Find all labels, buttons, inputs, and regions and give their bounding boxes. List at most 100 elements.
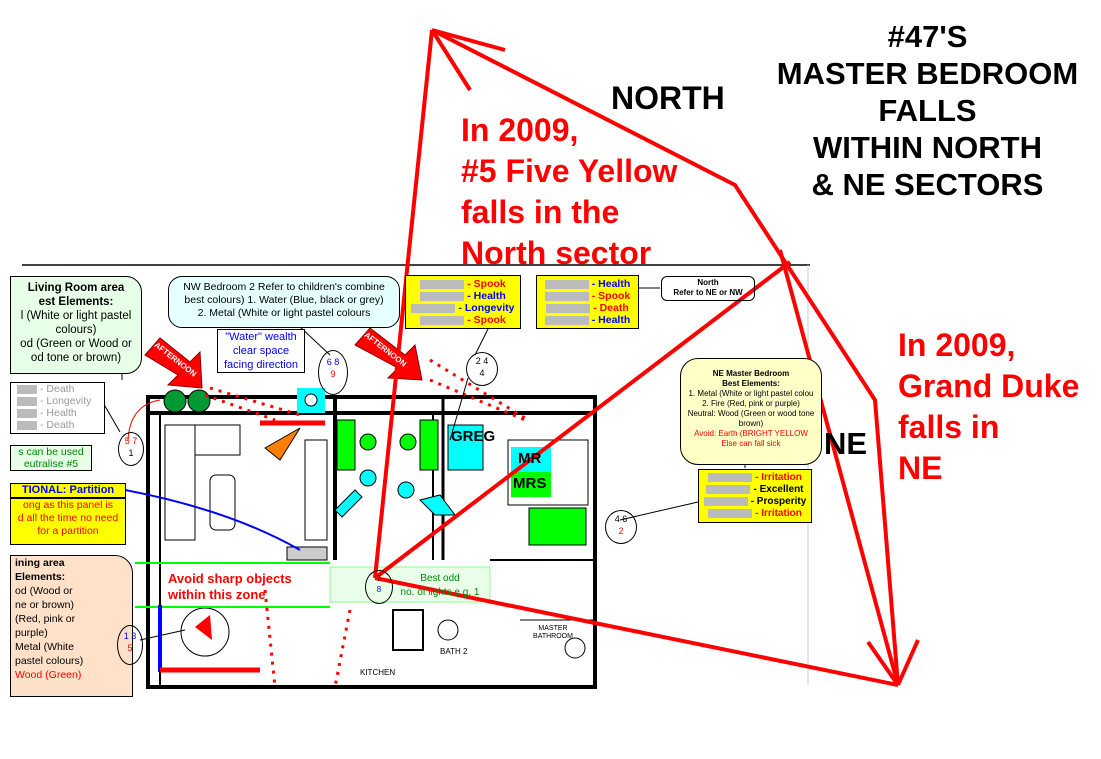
note-line: pastel colours) bbox=[15, 655, 84, 667]
note-line: ong as this panel is bbox=[23, 499, 113, 511]
title-line: & NE SECTORS bbox=[811, 167, 1044, 202]
avoid-zone-label: Avoid sharp objects within this zone bbox=[168, 571, 292, 603]
note-line: est Elements: bbox=[38, 296, 114, 308]
note-line: 1. Metal (White or light pastel colou bbox=[688, 389, 814, 398]
note-line: colours) bbox=[55, 324, 97, 336]
note-line: s can be used bbox=[18, 446, 84, 458]
note-line: "Water" wealth bbox=[225, 331, 297, 343]
note-line: Elements: bbox=[15, 571, 66, 583]
room-greg: GREG bbox=[451, 428, 496, 445]
list-item: - Longevity bbox=[40, 395, 92, 407]
room-kitchen: KITCHEN bbox=[360, 668, 396, 677]
note-line: ne or brown) bbox=[15, 599, 74, 611]
annotation-line: #5 Five Yellow bbox=[461, 153, 678, 189]
note-line: 2. Metal (White or light pastel colours bbox=[197, 307, 371, 319]
star-numbers: 5 7 bbox=[124, 436, 138, 446]
title-line: #47'S bbox=[887, 19, 968, 54]
star-numbers: 4 bbox=[479, 368, 485, 378]
note-line: od tone or brown) bbox=[30, 352, 122, 364]
star-numbers: 4 6 bbox=[614, 514, 628, 524]
note-line: ining area bbox=[15, 557, 65, 569]
room-master-bathroom: MASTER BATHROOM bbox=[533, 625, 573, 640]
ne-annotation: In 2009, Grand Duke falls in NE bbox=[898, 325, 1079, 489]
note-line: North bbox=[697, 278, 719, 287]
star-numbers: 9 bbox=[330, 369, 336, 379]
orange-arrow bbox=[264, 427, 301, 461]
note-line: od (Green or Wood or bbox=[20, 338, 132, 350]
water-wealth-note: "Water" wealth clear space facing direct… bbox=[217, 329, 305, 373]
note-line: Wood (Green) bbox=[15, 669, 82, 681]
note-line: Metal (White bbox=[15, 641, 74, 653]
sector-arrows bbox=[373, 28, 920, 687]
star-numbers: 8 bbox=[376, 585, 382, 594]
page-title: #47'S MASTER BEDROOM FALLS WITHIN NORTH … bbox=[760, 18, 1095, 203]
note-line: NE Master Bedroom bbox=[712, 369, 790, 378]
note-line: 2. Fire (Red, pink or purple) bbox=[702, 399, 800, 408]
note-line: Avoid: Earth (BRIGHT YELLOW bbox=[694, 429, 808, 438]
star-numbers: 2 bbox=[618, 526, 624, 536]
list-item: - Death bbox=[40, 383, 75, 395]
note-line: for a partition bbox=[37, 525, 99, 537]
note-line: eutralise #5 bbox=[23, 458, 79, 470]
note-line: clear space bbox=[232, 345, 290, 357]
list-item: - Health bbox=[591, 278, 631, 290]
north-label: NORTH bbox=[611, 80, 725, 116]
red-triangle bbox=[195, 615, 212, 640]
note-line: Else can fall sick bbox=[721, 439, 781, 448]
note-line: purple) bbox=[15, 627, 48, 639]
partition-note: TIONAL: Partition ong as this panel is d… bbox=[10, 483, 126, 545]
list-item: - Prosperity bbox=[750, 496, 807, 507]
list-item: - Longevity bbox=[458, 302, 515, 314]
nw-bedroom-note: NW Bedroom 2 Refer to children's combine… bbox=[168, 276, 400, 328]
title-line: MASTER BEDROOM bbox=[776, 56, 1079, 91]
best-odd-label: Best odd no. of lights e.g. 1 bbox=[395, 572, 485, 600]
plant-icon bbox=[187, 389, 211, 413]
star-numbers: 6 8 bbox=[326, 357, 340, 367]
living-room-note: Living Room area est Elements: l (White … bbox=[10, 276, 142, 374]
title-line: FALLS bbox=[878, 93, 977, 128]
annotation-line: North sector bbox=[461, 235, 652, 271]
annotation-line: falls in the bbox=[461, 194, 620, 230]
plant-icon bbox=[163, 389, 187, 413]
annotation-line: falls in bbox=[898, 409, 1000, 445]
note-title: TIONAL: Partition bbox=[11, 484, 125, 499]
note-line: best colours) 1. Water (Blue, black or g… bbox=[184, 294, 384, 306]
north-note: North Refer to NE or NW bbox=[661, 276, 755, 301]
room-bath2: BATH 2 bbox=[440, 647, 468, 656]
note-line: within this zone bbox=[168, 587, 266, 602]
list-item: - Death bbox=[40, 419, 75, 431]
star-list-3: - Irritation - Excellent - Prosperity - … bbox=[698, 469, 812, 523]
annotation-line: In 2009, bbox=[898, 327, 1016, 363]
note-line: d all the time no need bbox=[17, 512, 119, 524]
ne-master-note: NE Master Bedroom Best Elements: 1. Meta… bbox=[680, 358, 822, 465]
note-line: l (White or light pastel bbox=[20, 310, 132, 322]
list-item: - Health bbox=[40, 407, 77, 419]
star-numbers: 2 4 bbox=[475, 356, 489, 366]
list-item: - Health bbox=[591, 314, 631, 326]
list-item: - Spook bbox=[591, 290, 631, 302]
note-line: no. of lights e.g. 1 bbox=[400, 587, 480, 598]
note-line: Avoid sharp objects bbox=[168, 571, 292, 586]
star-numbers: 1 bbox=[128, 448, 134, 458]
note-line: Refer to NE or NW bbox=[673, 288, 743, 297]
star-list-1: - Spook - Health - Longevity - Spook bbox=[405, 275, 521, 329]
dining-note: ining area Elements: od (Wood or ne or b… bbox=[10, 555, 133, 697]
star-list-2: - Health - Spook - Death - Health bbox=[536, 275, 639, 329]
note-line: od (Wood or bbox=[15, 585, 73, 597]
list-item: - Excellent bbox=[753, 484, 804, 495]
north-annotation: In 2009, #5 Five Yellow falls in the Nor… bbox=[461, 110, 677, 274]
list-item: - Spook bbox=[467, 278, 506, 290]
annotation-line: Grand Duke bbox=[898, 368, 1080, 404]
list-item: - Death bbox=[593, 302, 629, 314]
star-numbers: 5 bbox=[127, 643, 133, 653]
note-line: Best odd bbox=[420, 573, 460, 584]
note-line: brown) bbox=[738, 419, 764, 428]
note-line: facing direction bbox=[224, 359, 298, 371]
list-item: - Irritation bbox=[755, 472, 802, 483]
